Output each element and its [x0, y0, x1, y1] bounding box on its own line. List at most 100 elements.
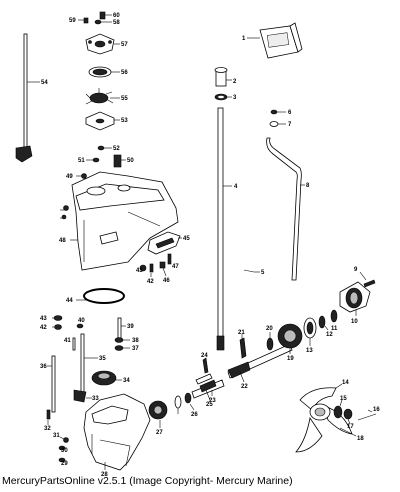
part-41-stud — [72, 337, 76, 351]
callout-32: 32 — [44, 426, 51, 432]
part-12-washer — [318, 315, 329, 331]
callout-49: 49 — [66, 174, 73, 180]
callout-22: 22 — [241, 384, 248, 390]
part-28-gear-housing — [83, 393, 151, 471]
part-40-nut — [76, 323, 84, 329]
callout-50: 50 — [127, 158, 134, 164]
part-58-washer — [94, 19, 112, 25]
callout-41: 41 — [64, 338, 71, 344]
part-45-trim-tab — [147, 231, 182, 255]
callout-14: 14 — [342, 380, 349, 386]
callout-17: 17 — [347, 424, 354, 430]
part-49-screw — [76, 173, 87, 179]
callout-5: 5 — [261, 270, 265, 276]
callout-33: 33 — [92, 396, 99, 402]
part-27-gear — [148, 400, 168, 428]
part-22-prop-shaft — [227, 343, 293, 383]
callout-42: 42 — [40, 325, 47, 331]
callout-9: 9 — [354, 267, 358, 273]
callout-59: 59 — [69, 18, 76, 24]
part-38-nut — [114, 337, 130, 343]
part-57-pump-cover — [85, 33, 120, 55]
part-16-pin — [357, 409, 377, 421]
part-34-pump-base — [91, 370, 122, 386]
part-51-grommet — [86, 157, 100, 163]
part-23-clutch — [199, 379, 217, 396]
callout-37: 37 — [132, 346, 139, 352]
part-31-screw — [59, 436, 69, 443]
part-9-screw — [359, 271, 376, 288]
callout-43: 43 — [40, 316, 47, 322]
callout-56: 56 — [121, 70, 128, 76]
part-21-pin — [239, 334, 247, 359]
part-44-gasket — [76, 288, 125, 304]
callout-6: 6 — [288, 110, 292, 116]
part-56-insert — [88, 66, 120, 78]
callout-23: 23 — [209, 398, 216, 404]
part-37-washer — [114, 345, 130, 351]
callout-12: 12 — [326, 332, 333, 338]
part-55-impeller — [85, 88, 120, 105]
callout-29: 29 — [61, 461, 68, 467]
part-11-seal — [330, 309, 338, 323]
callout-30: 30 — [61, 448, 68, 454]
callout-21: 21 — [238, 330, 245, 336]
part-29-washer — [60, 214, 67, 220]
callout-11: 11 — [331, 326, 338, 332]
callout-53: 53 — [121, 118, 128, 124]
callout-1: 1 — [242, 36, 246, 42]
part-36-rod — [47, 355, 56, 413]
part-18-cotter — [339, 427, 357, 437]
callout-35: 35 — [99, 356, 106, 362]
part-54-shift-rod — [15, 33, 40, 163]
callout-19: 19 — [287, 356, 294, 362]
part-39-stud — [117, 317, 126, 341]
part-35-rod — [80, 333, 98, 395]
part-42-screw — [149, 263, 154, 277]
copyright-caption: MercuryPartsOnline v2.5.1 (Image Copyrig… — [2, 475, 293, 487]
callout-8: 8 — [306, 183, 310, 189]
callout-36: 36 — [40, 364, 47, 370]
callout-2: 2 — [233, 79, 237, 85]
part-32-screw — [46, 409, 51, 425]
part-10-bearing-carrier — [339, 281, 371, 316]
callout-20: 20 — [266, 326, 273, 332]
callout-28: 28 — [101, 472, 108, 478]
part-46-nut — [159, 261, 167, 277]
part-7-washer — [269, 121, 286, 127]
callout-27: 27 — [156, 430, 163, 436]
part-43-washer-upper — [139, 264, 147, 272]
callout-18: 18 — [357, 436, 364, 442]
callout-45: 45 — [183, 236, 190, 242]
callout-46: 46 — [163, 278, 170, 284]
callout-55: 55 — [121, 96, 128, 102]
callout-60: 60 — [113, 13, 120, 19]
part-8-shift-rod — [266, 137, 305, 281]
callout-38: 38 — [132, 338, 139, 344]
part-50-tube — [113, 154, 126, 168]
callout-25: 25 — [206, 402, 213, 408]
callout-51: 51 — [78, 158, 85, 164]
callout-15: 15 — [340, 396, 347, 402]
callout-3: 3 — [233, 95, 237, 101]
callout-26: 26 — [191, 412, 198, 418]
part-42-nut — [52, 324, 62, 330]
callout-42b: 42 — [147, 279, 154, 285]
callout-57: 57 — [121, 42, 128, 48]
callout-13: 13 — [306, 348, 313, 354]
callout-43b: 43 — [136, 268, 143, 274]
part-3-seal — [214, 93, 232, 101]
callout-47: 47 — [172, 264, 179, 270]
part-60-screw — [99, 11, 112, 20]
part-14-propeller — [295, 383, 353, 453]
callout-54: 54 — [41, 80, 48, 86]
callout-34: 34 — [123, 378, 130, 384]
callout-39: 39 — [127, 324, 134, 330]
part-53-plate — [85, 111, 120, 131]
callout-58: 58 — [113, 20, 120, 26]
callout-44: 44 — [66, 298, 73, 304]
part-20-bearing — [174, 395, 182, 414]
part-33-clip — [73, 389, 92, 403]
callout-31: 31 — [53, 433, 60, 439]
